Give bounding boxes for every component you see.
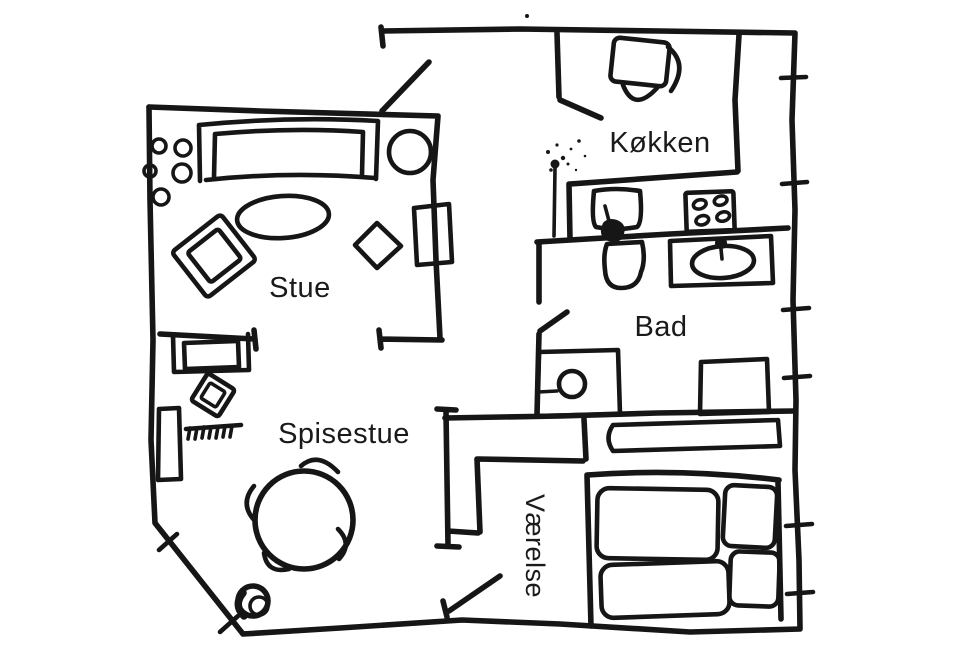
side-table <box>386 128 434 176</box>
pillow-left <box>720 482 780 551</box>
desk <box>170 331 252 375</box>
shower-cabinet <box>697 356 772 417</box>
window-ticks-right-wall <box>778 74 816 597</box>
desk-chair <box>189 371 237 419</box>
room-vaerelse <box>584 417 784 629</box>
bedroom-door-swing <box>440 573 503 620</box>
kitchen-chair-right <box>665 44 682 94</box>
small-table <box>352 220 404 271</box>
hall-walls <box>434 406 586 550</box>
kitchen-door-swing <box>557 97 604 121</box>
tv-cabinet <box>411 201 455 268</box>
room-bad <box>534 233 776 419</box>
room-spisestue <box>155 331 356 620</box>
dining-chairs <box>244 457 349 573</box>
label-spisestue: Spisestue <box>278 418 410 450</box>
pillow-right <box>727 549 782 609</box>
sofa <box>196 116 381 184</box>
stones <box>142 137 193 207</box>
pole-marker-dot <box>550 159 560 169</box>
armchair-inner <box>186 227 243 284</box>
room-stue <box>142 116 455 299</box>
room-labels: Stue Spisestue Køkken Bad Værelse <box>269 127 710 598</box>
armchair <box>171 213 257 299</box>
closet <box>606 417 783 454</box>
rug-fringe <box>186 424 234 441</box>
kitchen-sink <box>590 186 644 232</box>
label-bad: Bad <box>634 311 687 343</box>
kitchen-faucet <box>600 204 625 243</box>
armchair-outer <box>171 213 257 299</box>
label-vaerelse: Værelse <box>520 494 550 598</box>
bathroom-door-swing <box>537 309 570 334</box>
dining-table <box>252 468 356 572</box>
coffee-table <box>234 193 332 241</box>
outer-wall <box>146 24 803 637</box>
stove <box>683 188 737 235</box>
label-koekken: Køkken <box>609 127 710 159</box>
stue-walls <box>146 104 445 352</box>
radiator <box>155 405 184 483</box>
window-marks <box>156 74 816 635</box>
ink-specks <box>525 14 587 172</box>
mattress-left <box>594 485 721 563</box>
kitchen-chair-bottom <box>620 82 660 103</box>
room-koekken <box>525 14 737 243</box>
walls <box>146 24 803 637</box>
kitchen-table <box>608 35 672 89</box>
label-stue: Stue <box>269 272 331 304</box>
window-ticks-chamfer-wall <box>156 531 241 635</box>
entry-door-swing <box>379 59 432 114</box>
toilet <box>602 239 647 291</box>
washing-machine <box>534 347 623 419</box>
kitchen-walls <box>534 30 791 245</box>
mattress-right <box>598 558 732 621</box>
doors <box>379 59 604 620</box>
pole-marker <box>552 166 557 238</box>
plant <box>234 583 271 620</box>
washbasin <box>667 233 776 289</box>
